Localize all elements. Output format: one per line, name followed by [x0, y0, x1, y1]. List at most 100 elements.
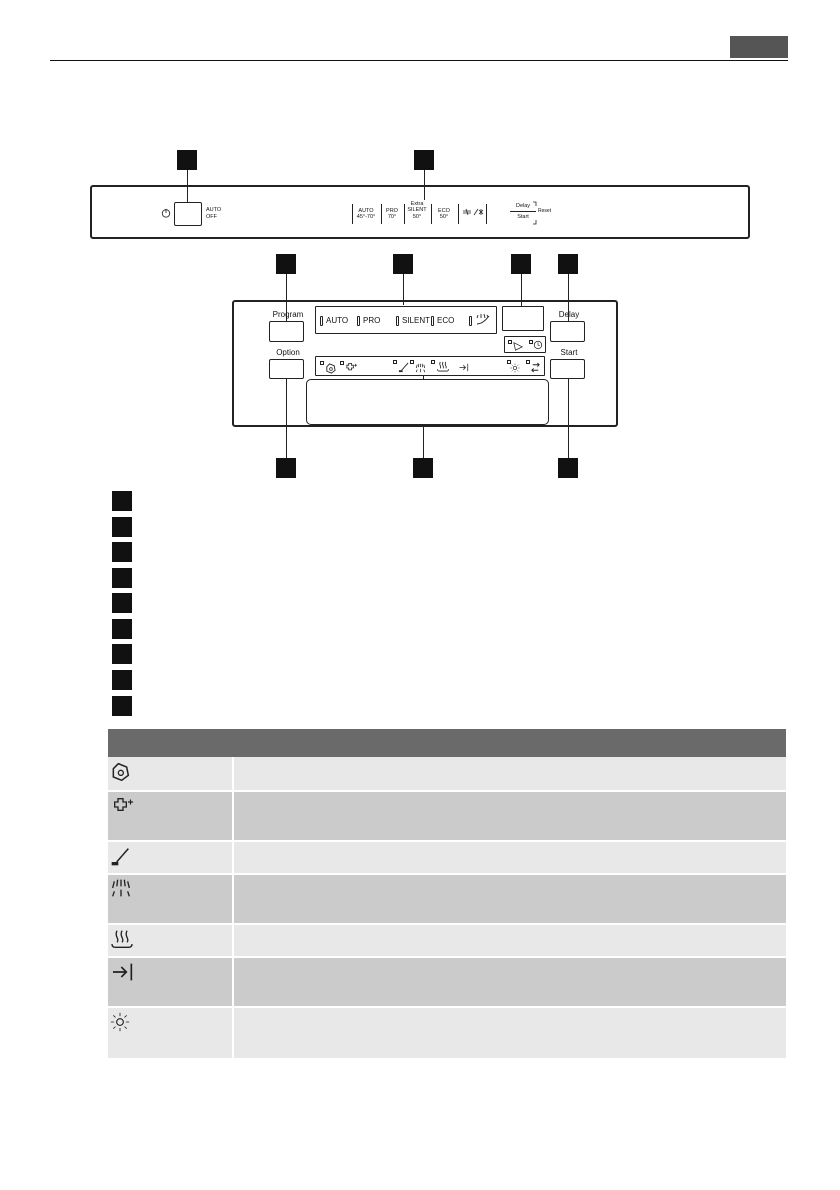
tap-icon: [513, 341, 523, 351]
spray-icon: [110, 878, 132, 898]
rinse-aid-icon: [345, 362, 358, 374]
drying-icon: [110, 929, 134, 949]
auto-off-label: AUTO OFF: [206, 207, 222, 220]
indicator-light: [508, 340, 512, 344]
indicator-light: [410, 360, 414, 364]
table-cell-description: [234, 792, 786, 840]
program-button-label: Program: [272, 310, 304, 319]
callout-line-4: [403, 274, 404, 305]
prewash-icon: [398, 362, 409, 373]
drying-icon: [436, 361, 450, 372]
program-pro-label: PRO: [386, 208, 398, 214]
callout-line-5: [521, 274, 522, 306]
reset-label: Reset: [538, 208, 552, 214]
callout-marker-5: [511, 254, 531, 274]
delay-label: Delay: [515, 203, 531, 209]
option-button[interactable]: [269, 359, 304, 379]
delay-button-label: Delay: [558, 310, 580, 319]
divider: [352, 204, 353, 224]
indicator-light: [507, 360, 511, 364]
divider: [458, 204, 459, 224]
language-tab: [730, 36, 788, 58]
program-silent-label: Extra SILENT: [407, 201, 427, 213]
callout-marker-6: [558, 254, 578, 274]
table-cell-description: [234, 757, 786, 790]
table-cell-icon: [108, 1008, 232, 1058]
indicator-strip: [315, 356, 545, 376]
rinse-aid-icon: [110, 797, 136, 817]
callout-marker-9: [558, 458, 578, 478]
program-eco-temp: 50°: [439, 214, 449, 220]
table-row: [108, 842, 786, 873]
table-cell-description: [234, 1008, 786, 1058]
callout-line-7: [286, 370, 287, 458]
table-cell-icon: [108, 875, 232, 923]
display-program-auto: AUTO: [326, 316, 349, 325]
legend-marker: [112, 670, 132, 690]
program-button[interactable]: [269, 321, 304, 342]
table-cell-icon: [108, 792, 232, 840]
callout-marker-7: [276, 458, 296, 478]
cycle-icon: [530, 362, 541, 373]
table-cell-description: [234, 958, 786, 1006]
legend-marker: [112, 696, 132, 716]
indicator-light: [529, 340, 533, 344]
display-program-eco: ECO: [437, 316, 455, 325]
control-panel: AUTO OFF AUTO 45°-70° PRO 70° Extra SILE…: [90, 185, 750, 239]
time-display: [502, 306, 544, 331]
callout-marker-4: [393, 254, 413, 274]
divider: [381, 204, 382, 224]
rinse-hold-icon: [475, 313, 491, 327]
table-row: [108, 757, 786, 790]
delay-start-divider: [510, 211, 536, 212]
program-auto-label: AUTO: [358, 208, 374, 214]
program-display: AUTO PRO SILENT ECO: [315, 306, 497, 334]
power-icon: [161, 208, 171, 218]
status-indicators: [504, 336, 546, 353]
divider: [404, 204, 405, 224]
legend-marker: [112, 491, 132, 511]
table-row: [108, 875, 786, 923]
legend-marker: [112, 644, 132, 664]
table-header: [108, 729, 786, 757]
light-icon: [110, 1012, 130, 1032]
table-row: [108, 792, 786, 840]
start-button-label: Start: [560, 348, 578, 357]
table-cell-icon: [108, 958, 232, 1006]
callout-marker-8: [413, 458, 433, 478]
divider: [486, 204, 487, 224]
spray-icon: [415, 363, 426, 373]
indicator-light: [393, 360, 397, 364]
indicator-light: [320, 361, 324, 365]
program-indicator: [357, 316, 360, 326]
table-cell-icon: [108, 842, 232, 873]
prewash-icon: [110, 847, 130, 867]
delay-button[interactable]: [550, 321, 585, 342]
callout-line-9: [568, 370, 569, 458]
divider: [431, 204, 432, 224]
on-off-button[interactable]: [174, 202, 202, 226]
program-indicator: [431, 316, 434, 326]
end-icon: [458, 363, 470, 372]
program-indicator: [396, 316, 399, 326]
salt-icon: [325, 363, 336, 374]
legend-marker: [112, 568, 132, 588]
program-auto-temp: 45°-70°: [356, 214, 376, 220]
display-program-pro: PRO: [363, 316, 381, 325]
info-window: [306, 379, 549, 425]
legend-marker: [112, 593, 132, 613]
table-cell-description: [234, 875, 786, 923]
table-cell-icon: [108, 925, 232, 956]
display-panel: Program Option AUTO PRO SILENT ECO Delay…: [232, 300, 618, 427]
indicator-light: [340, 361, 344, 365]
header-rule: [50, 60, 788, 61]
legend-marker: [112, 542, 132, 562]
program-silent-temp: 50°: [412, 214, 422, 220]
program-pro-temp: 70°: [387, 214, 397, 220]
table-row: [108, 1008, 786, 1058]
table-cell-icon: [108, 757, 232, 790]
display-program-silent: SILENT: [402, 316, 431, 325]
program-indicator: [469, 316, 472, 326]
callout-marker-2: [414, 150, 434, 170]
start-button[interactable]: [550, 359, 585, 379]
